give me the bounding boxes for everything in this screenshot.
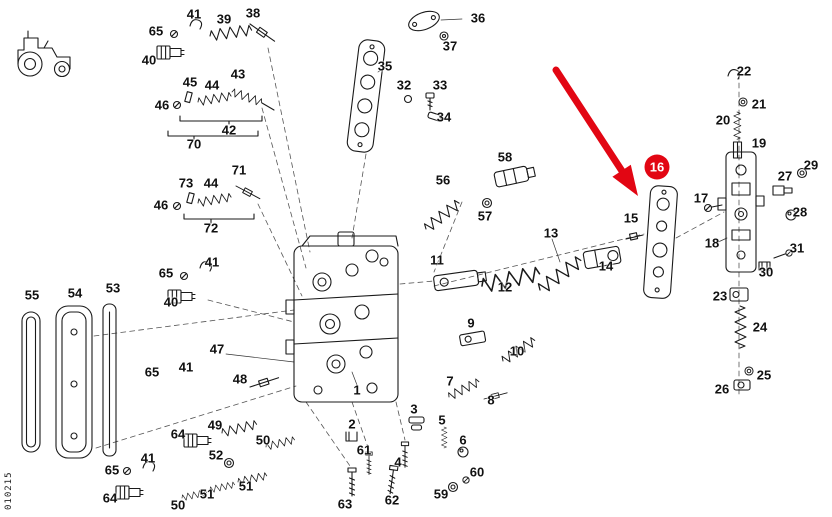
part-label-40: 40 bbox=[141, 52, 157, 68]
part-label-5: 5 bbox=[438, 412, 446, 428]
part-label-23: 23 bbox=[712, 288, 728, 304]
part-label-29: 29 bbox=[803, 157, 819, 173]
part-label-41: 41 bbox=[178, 359, 194, 375]
part-label-63: 63 bbox=[337, 496, 353, 512]
part-label-4: 4 bbox=[394, 454, 402, 470]
main-valve-body bbox=[285, 231, 399, 442]
part-label-73: 73 bbox=[178, 175, 194, 191]
part-label-3: 3 bbox=[410, 401, 418, 417]
part-label-39: 39 bbox=[216, 11, 232, 27]
part-label-64: 64 bbox=[102, 490, 118, 506]
part-label-18: 18 bbox=[704, 235, 720, 251]
part-label-14: 14 bbox=[598, 258, 614, 274]
part-label-65: 65 bbox=[104, 462, 120, 478]
part-label-56: 56 bbox=[435, 172, 451, 188]
tractor-icon bbox=[17, 30, 71, 78]
part-label-11: 11 bbox=[430, 252, 444, 268]
part-label-22: 22 bbox=[736, 63, 752, 79]
part-label-54: 54 bbox=[67, 285, 83, 301]
part-label-45: 45 bbox=[182, 74, 198, 90]
gasket-part-16 bbox=[643, 185, 678, 299]
part-label-61: 61 bbox=[356, 442, 372, 458]
part-label-60: 60 bbox=[469, 464, 485, 480]
part-label-42: 42 bbox=[221, 122, 237, 138]
part-label-72: 72 bbox=[203, 220, 219, 236]
part-label-47: 47 bbox=[209, 341, 225, 357]
part-label-50: 50 bbox=[255, 432, 271, 448]
part-label-44: 44 bbox=[203, 175, 219, 191]
part-label-44: 44 bbox=[204, 77, 220, 93]
part-label-53: 53 bbox=[105, 280, 121, 296]
part-label-27: 27 bbox=[777, 168, 793, 184]
part-label-50: 50 bbox=[170, 497, 186, 513]
part-label-25: 25 bbox=[756, 367, 772, 383]
construction-lines bbox=[93, 47, 740, 467]
end-plate-assembly bbox=[703, 69, 808, 391]
doc-number: 010215 bbox=[4, 471, 14, 510]
part-label-65: 65 bbox=[158, 265, 174, 281]
part-label-24: 24 bbox=[752, 319, 768, 335]
part-label-15: 15 bbox=[623, 210, 639, 226]
part-label-41: 41 bbox=[186, 6, 202, 22]
part-label-37: 37 bbox=[442, 38, 458, 54]
part-label-41: 41 bbox=[140, 450, 156, 466]
part-label-33: 33 bbox=[432, 77, 448, 93]
part-label-32: 32 bbox=[396, 77, 412, 93]
part-label-26: 26 bbox=[714, 381, 730, 397]
part-label-17: 17 bbox=[693, 190, 709, 206]
part-label-13: 13 bbox=[543, 225, 559, 241]
pointer-arrow-icon bbox=[552, 66, 638, 196]
side-covers bbox=[21, 303, 117, 459]
part-label-35: 35 bbox=[377, 58, 393, 74]
part-label-57: 57 bbox=[477, 208, 493, 224]
part-label-49: 49 bbox=[207, 417, 223, 433]
spool-valve-train bbox=[421, 165, 644, 402]
part-label-70: 70 bbox=[186, 136, 202, 152]
part-label-52: 52 bbox=[208, 447, 224, 463]
part-label-40: 40 bbox=[163, 294, 179, 310]
part-label-20: 20 bbox=[715, 112, 731, 128]
part-label-10: 10 bbox=[509, 343, 525, 359]
part-label-28: 28 bbox=[792, 204, 808, 220]
part-label-7: 7 bbox=[446, 373, 454, 389]
left-valve-clusters bbox=[115, 19, 296, 502]
part-label-34: 34 bbox=[436, 109, 452, 125]
highlighted-part-badge: 16 bbox=[644, 154, 670, 180]
part-label-64: 64 bbox=[170, 426, 186, 442]
part-label-46: 46 bbox=[154, 97, 170, 113]
part-label-36: 36 bbox=[470, 10, 486, 26]
part-label-30: 30 bbox=[758, 264, 774, 280]
part-label-8: 8 bbox=[487, 392, 495, 408]
part-label-1: 1 bbox=[353, 382, 361, 398]
bottom-fasteners bbox=[347, 416, 470, 497]
part-label-48: 48 bbox=[232, 371, 248, 387]
part-label-51: 51 bbox=[199, 486, 215, 502]
part-label-12: 12 bbox=[497, 279, 513, 295]
part-label-19: 19 bbox=[751, 135, 767, 151]
part-label-38: 38 bbox=[245, 5, 261, 21]
leader-lines bbox=[225, 18, 728, 386]
part-label-6: 6 bbox=[459, 432, 467, 448]
part-label-51: 51 bbox=[238, 478, 254, 494]
part-label-46: 46 bbox=[153, 197, 169, 213]
part-label-62: 62 bbox=[384, 492, 400, 508]
part-label-21: 21 bbox=[751, 96, 767, 112]
part-label-71: 71 bbox=[231, 162, 247, 178]
part-label-43: 43 bbox=[230, 66, 246, 82]
part-label-58: 58 bbox=[497, 149, 513, 165]
part-label-59: 59 bbox=[433, 486, 449, 502]
part-label-2: 2 bbox=[348, 416, 356, 432]
part-label-9: 9 bbox=[467, 315, 475, 331]
top-gasket-assembly bbox=[346, 10, 449, 153]
part-label-65: 65 bbox=[148, 23, 164, 39]
part-label-55: 55 bbox=[24, 287, 40, 303]
part-label-65: 65 bbox=[144, 364, 160, 380]
part-label-31: 31 bbox=[789, 240, 805, 256]
part-label-41: 41 bbox=[204, 254, 220, 270]
